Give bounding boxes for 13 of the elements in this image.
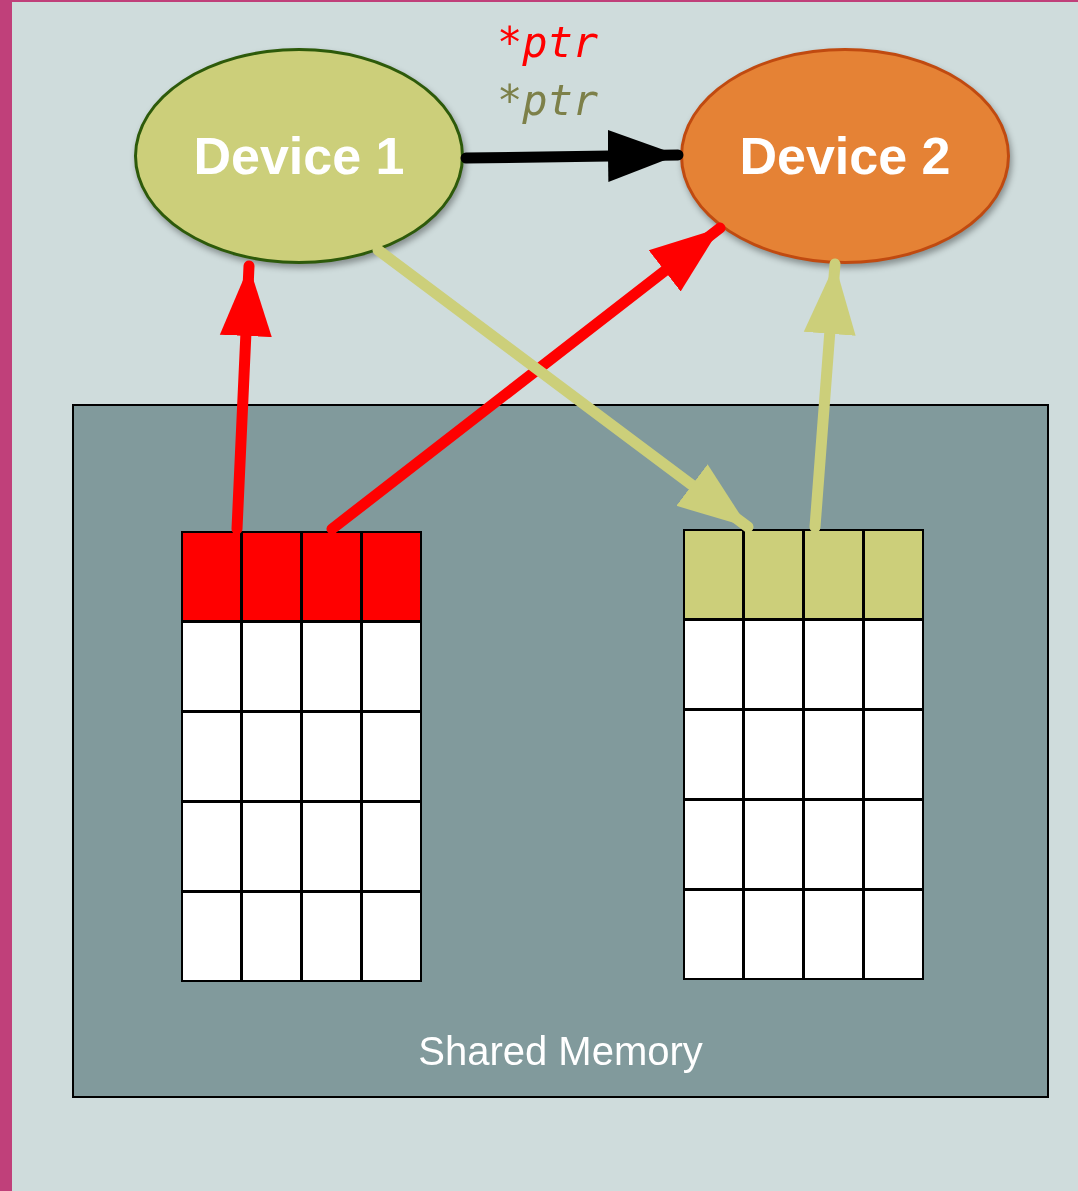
arrow [372, 244, 754, 533]
pointer-label: *ptr [497, 18, 599, 67]
pointer-label: *ptr [497, 76, 599, 125]
arrow [219, 260, 272, 535]
node-label: Device 1 [193, 126, 405, 186]
node-label: Device 2 [739, 126, 951, 186]
arrow [460, 130, 684, 182]
arrow [803, 258, 856, 533]
arrow [326, 222, 726, 535]
memory-grid [683, 529, 924, 980]
shared-memory-panel [72, 404, 1049, 1098]
memory-grid [181, 531, 422, 982]
node-label: Shared Memory [418, 1029, 703, 1074]
